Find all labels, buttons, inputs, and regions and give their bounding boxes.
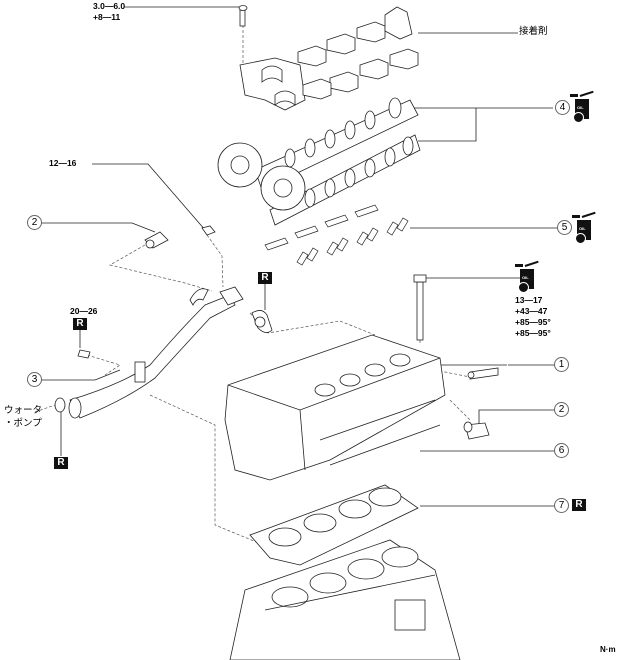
torque-head-bolt-1: 13—17 [515,295,543,305]
callout-4: 4 [555,100,570,115]
water-pump-label-2: ・ポンプ [4,418,42,429]
torque-unit-label: N·m [600,645,616,654]
camshafts [217,97,421,226]
callout-3: 3 [27,372,42,387]
leader-3 [40,369,121,381]
leader-2-left [40,222,156,233]
leader-2-right [478,409,555,425]
pipe-gasket [251,310,273,333]
callout-2-left: 2 [27,215,42,230]
sensor-part [201,225,216,236]
torque-camcap-1: 3.0—6.0 [93,1,126,11]
bracket-bolt [77,349,91,359]
camshaft-caps [239,6,419,111]
water-pump-label-1: ウォータ [4,405,43,416]
leader-4b [418,108,477,142]
torque-bracket-bolt: 20—26 [70,306,98,316]
torque-head-bolt-4: +85—95° [515,328,551,338]
torque-head-bolt-3: +85—95° [515,317,551,327]
replace-badge-bolt: R [73,318,87,330]
oil-can-icon: OIL [515,260,539,293]
torque-sensor: 12—16 [49,158,77,168]
callout-2-right: 2 [554,402,569,417]
cylinder-head-bolt [413,274,427,341]
callout-1: 1 [554,357,569,372]
leader-sensor [92,163,207,232]
cylinder-head [224,334,446,481]
head-gasket [249,484,419,566]
water-pipe [68,286,244,419]
rocker-arms [264,204,409,266]
torque-head-bolt-2: +43—47 [515,306,548,316]
oil-can-icon: OIL [572,211,596,244]
oil-can-icon: OIL [570,90,594,123]
sensor-1-part [469,367,499,380]
replace-badge-oring: R [54,457,68,469]
callout-7: 7 [554,498,569,513]
cylinder-block [229,539,461,660]
o-ring [54,397,66,413]
replace-badge-gasket: R [258,272,272,284]
torque-camcap-2: +8—11 [93,12,121,22]
adhesive-label: 接着剤 [519,26,548,37]
callout-6: 6 [554,443,569,458]
replace-badge-head-gasket: R [572,499,586,511]
callout-5: 5 [557,220,572,235]
